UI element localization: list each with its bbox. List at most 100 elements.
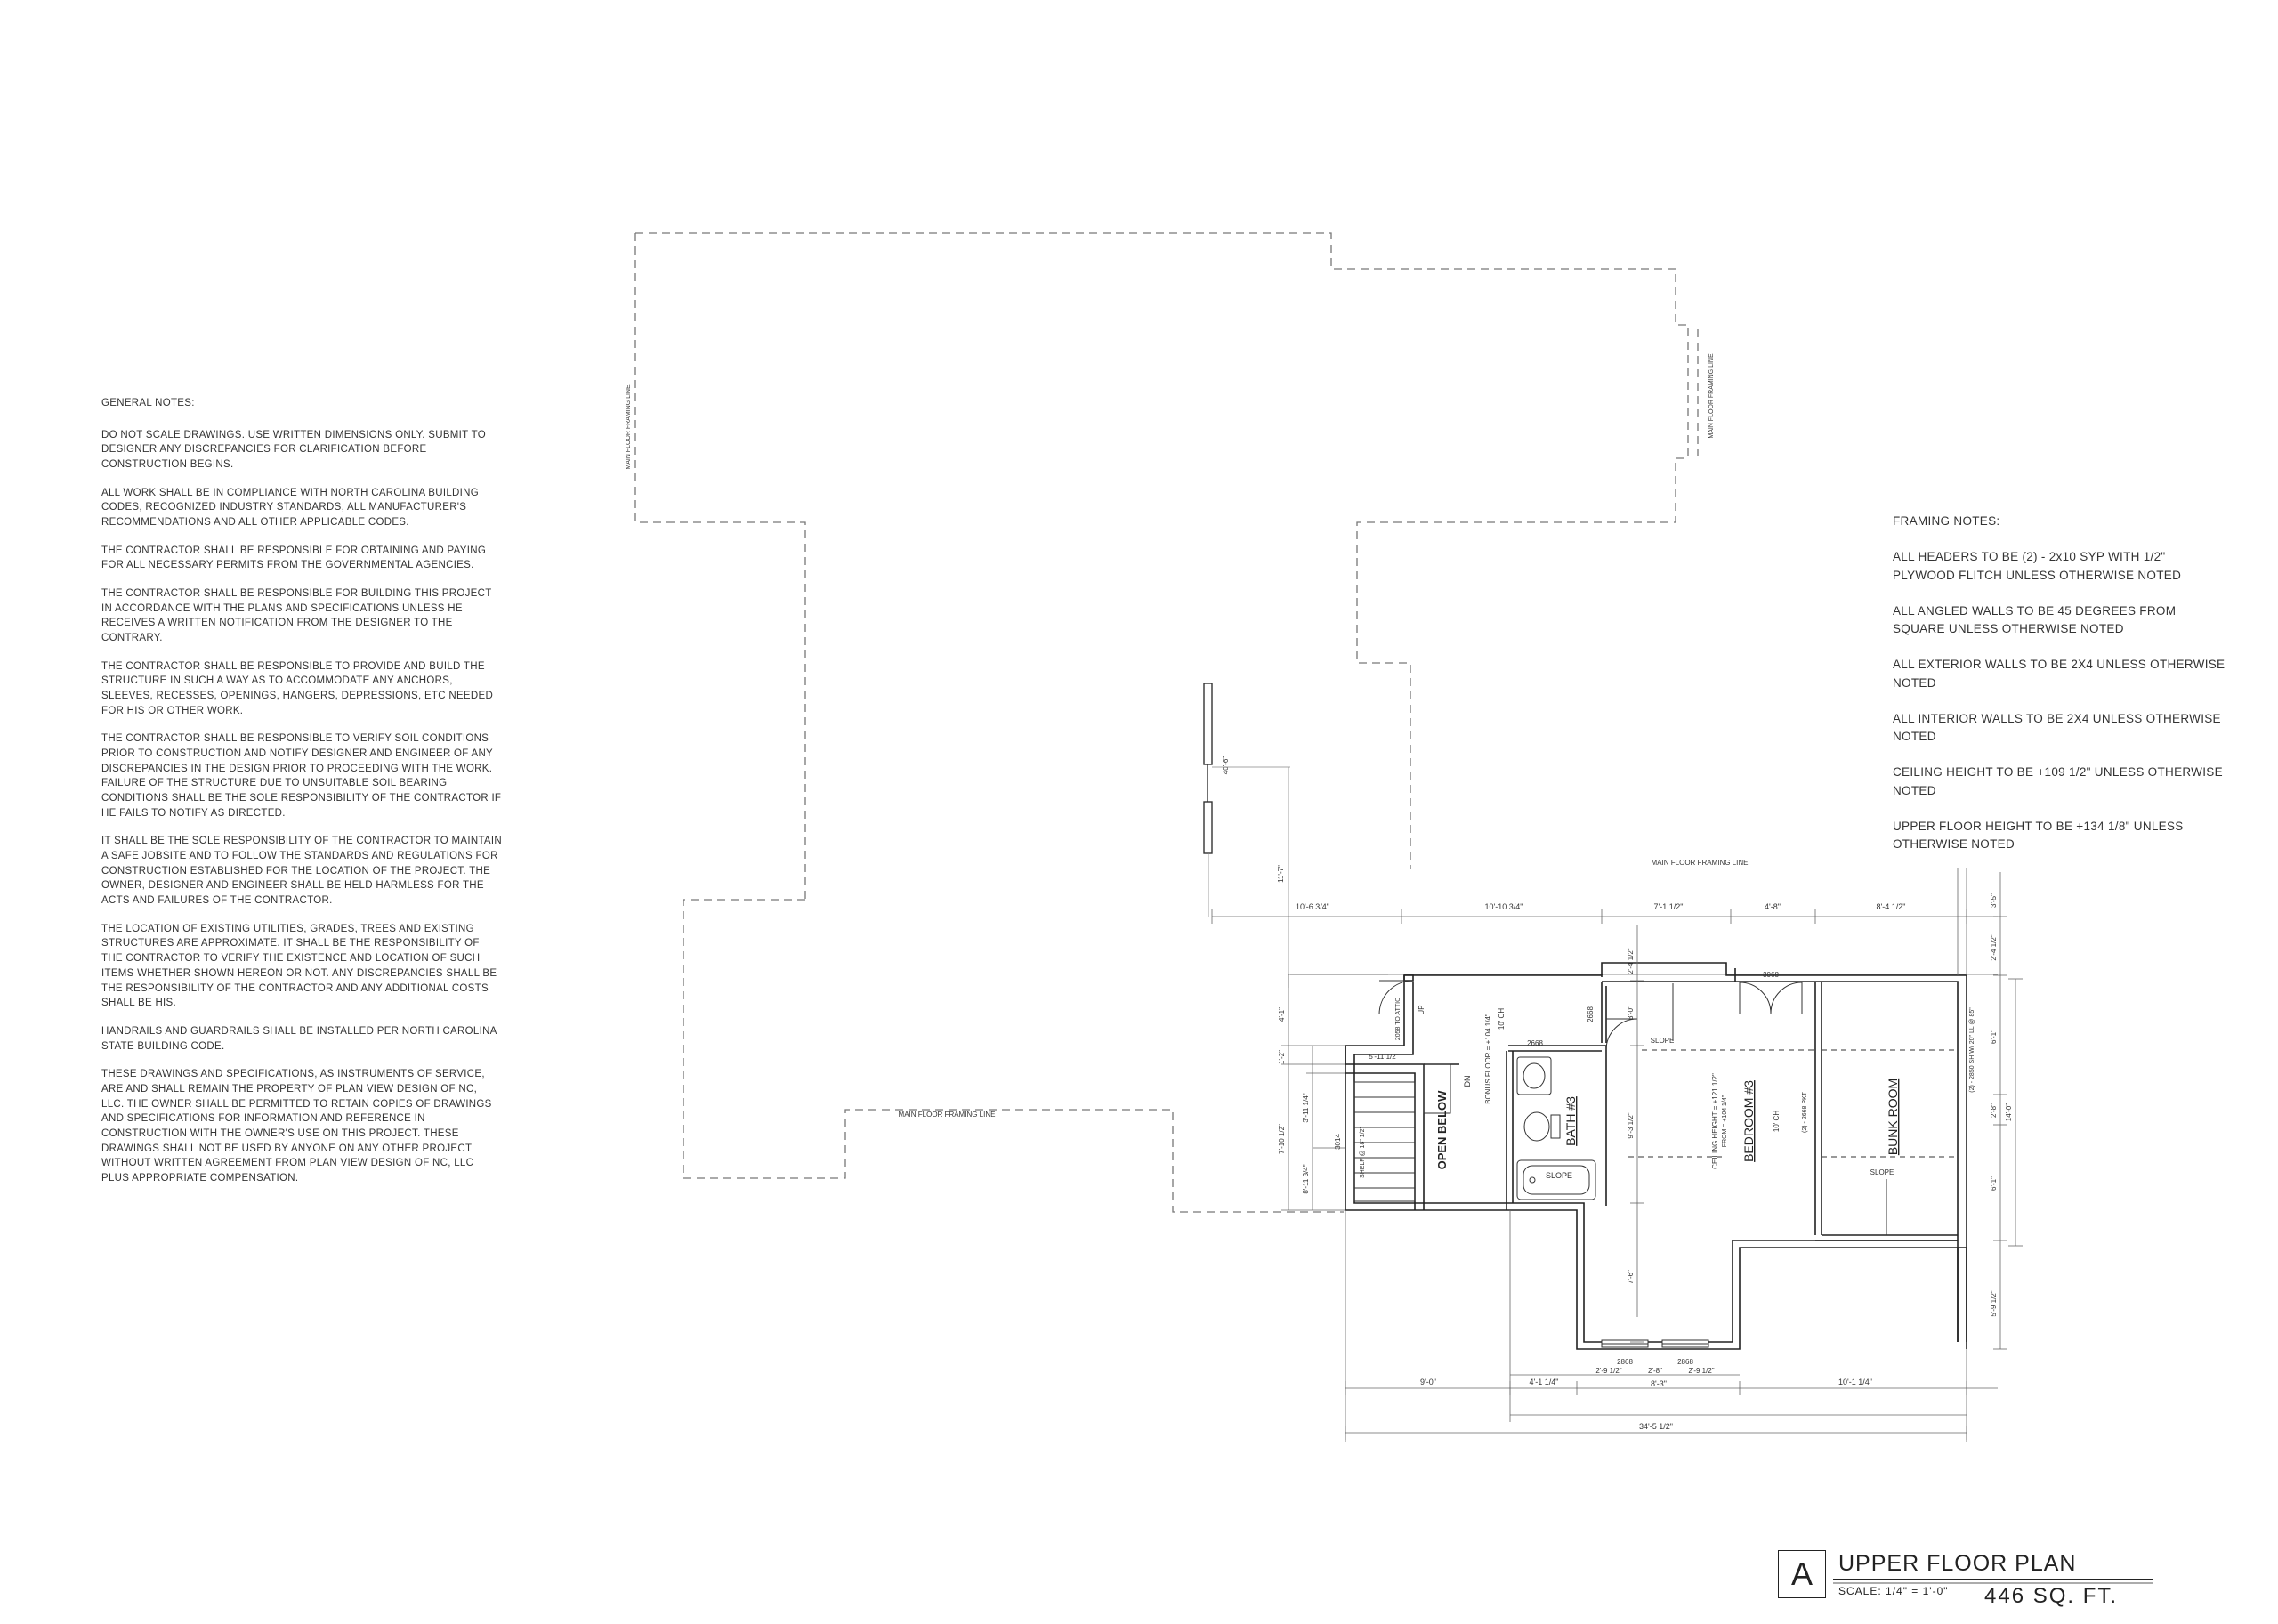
general-note: IT SHALL BE THE SOLE RESPONSIBILITY OF T… (101, 836, 502, 907)
right-dimension-string (1957, 868, 2023, 1350)
bath-door (1605, 1018, 1638, 1051)
general-note: THE CONTRACTOR SHALL BE RESPONSIBLE FOR … (101, 588, 492, 644)
title-block-letter: A (1778, 1550, 1826, 1598)
room-bunk: BUNK ROOM (1886, 1079, 1900, 1155)
left-dimension-string (1281, 974, 1345, 1211)
framing-line-label-right: MAIN FLOOR FRAMING LINE (1708, 353, 1715, 439)
room-bedroom: BEDROOM #3 (1741, 1080, 1756, 1162)
dim-left-b: 11'-7" (1277, 865, 1285, 883)
general-note: THE CONTRACTOR SHALL BE RESPONSIBLE FOR … (101, 545, 487, 571)
slope-arrows (1628, 983, 1958, 1235)
dim-right-0: 3'-5" (1990, 893, 1998, 908)
dim-top-3: 4'-8" (1765, 902, 1781, 911)
dim-right-5: 6'-1" (1990, 1176, 1998, 1191)
attic-door (1378, 980, 1414, 1015)
dim-right-1: 2'-4 1/2" (1990, 934, 1998, 960)
win-label-2868b: 2868 (1677, 1358, 1693, 1366)
dim-bottom-1: 4'-1 1/4" (1530, 1378, 1559, 1386)
dim-overall: 34'-5 1/2" (1639, 1422, 1673, 1431)
title-block-area: 446 SQ. FT. (1984, 1584, 2119, 1608)
title-block-lines (1833, 1579, 2153, 1584)
main-floor-outline (634, 232, 1689, 1213)
title-block-title: UPPER FLOOR PLAN (1838, 1551, 2077, 1576)
framing-line-label-left: MAIN FLOOR FRAMING LINE (626, 384, 632, 470)
general-note: ALL WORK SHALL BE IN COMPLIANCE WITH NOR… (101, 487, 479, 529)
room-open-below: OPEN BELOW (1435, 1090, 1449, 1170)
general-note: HANDRAILS AND GUARDRAILS SHALL BE INSTAL… (101, 1025, 497, 1052)
mid-dimension-string (1630, 925, 1644, 1343)
top-dimension-string (1211, 909, 1998, 975)
door-3068 (1739, 982, 1803, 1014)
dim-left-1: 1'-2" (1278, 1050, 1286, 1064)
label-ceiling-height-1: CEILING HEIGHT = +121 1/2" (1711, 1073, 1719, 1169)
door-label-2668: 2668 (1587, 1006, 1595, 1022)
dim-bottom-0: 9'-0" (1420, 1378, 1436, 1386)
framing-note: ALL INTERIOR WALLS TO BE 2X4 UNLESS OTHE… (1893, 711, 2221, 743)
dim-line-extension (1208, 766, 1290, 988)
bottom-dimension-string (1345, 1210, 1998, 1442)
framing-notes: FRAMING NOTES: ALL HEADERS TO BE (2) - 2… (1893, 513, 2231, 871)
label-closet-bunk: (2) - 2850 SH W/ 20" LL @ 85" (1969, 1007, 1975, 1093)
framing-note: ALL EXTERIOR WALLS TO BE 2X4 UNLESS OTHE… (1893, 658, 2225, 690)
label-ceiling-height-2: FROM = +104 1/4" (1722, 1095, 1728, 1147)
dim-top-1: 10'-10 3/4" (1485, 902, 1523, 911)
general-notes-heading: GENERAL NOTES: (101, 398, 195, 408)
dim-bottom-5: 10'-1 1/4" (1838, 1378, 1872, 1386)
dim-top-4: 8'-4 1/2" (1877, 902, 1906, 911)
upper-floor-walls (1345, 962, 1967, 1350)
framing-line-label-bottom: MAIN FLOOR FRAMING LINE (899, 1111, 996, 1119)
dim-bottom-3: 2'-8" (1648, 1367, 1662, 1375)
dim-left-a: 40'-6" (1222, 756, 1230, 775)
win-label-2868: 2868 (1617, 1358, 1633, 1366)
bath-slope-label: SLOPE (1546, 1171, 1572, 1180)
label-closet-bedroom: (2) - 2668 PKT (1802, 1091, 1808, 1133)
dim-bottom-2: 2'-9 1/2" (1595, 1367, 1621, 1375)
title-block-scale: SCALE: 1/4" = 1'-0" (1838, 1585, 1949, 1597)
framing-note: UPPER FLOOR HEIGHT TO BE +134 1/8" UNLES… (1893, 819, 2184, 851)
door-label-3068: 3068 (1763, 971, 1779, 979)
framing-note: CEILING HEIGHT TO BE +109 1/2" UNLESS OT… (1893, 765, 2223, 797)
label-ch-bath: 10' CH (1498, 1008, 1506, 1030)
dim-top-2: 7'-1 1/2" (1654, 902, 1684, 911)
general-note: THE LOCATION OF EXISTING UTILITIES, GRAD… (101, 923, 497, 1009)
label-shelf: SHELF @ 18" 1/2" (1360, 1126, 1366, 1178)
dim-bottom-4: 2'-9 1/2" (1688, 1367, 1714, 1375)
dim-bottom-b: 8'-3" (1651, 1379, 1667, 1388)
dim-mid-0: 2'-4 1/2" (1627, 948, 1635, 974)
label-ch-bedroom: 10' CH (1773, 1111, 1781, 1132)
bath-fixtures (1516, 1056, 1596, 1200)
framing-notes-heading: FRAMING NOTES: (1893, 514, 2000, 528)
room-bath: BATH #3 (1563, 1096, 1578, 1146)
general-note: THE CONTRACTOR SHALL BE RESPONSIBLE TO V… (101, 733, 502, 819)
framing-note: ALL HEADERS TO BE (2) - 2x10 SYP WITH 1/… (1893, 550, 2182, 582)
windows-bottom (1601, 1339, 1709, 1348)
dim-top-0: 10'-6 3/4" (1296, 902, 1329, 911)
general-note: THE CONTRACTOR SHALL BE RESPONSIBLE TO P… (101, 660, 494, 716)
bedroom-slope-label: SLOPE (1651, 1037, 1675, 1045)
dim-left-2: 3'-11 1/4" (1302, 1093, 1310, 1122)
dim-right-2: 6'-1" (1990, 1030, 1998, 1044)
label-3014: 3014 (1334, 1134, 1342, 1150)
stairs (1353, 1063, 1451, 1202)
dim-right-6: 5'-9 1/2" (1990, 1290, 1998, 1316)
door-label-2668b: 2668 (1527, 1039, 1543, 1047)
bunk-slope-label: SLOPE (1870, 1168, 1894, 1176)
dim-stair: 5'-11 1/2" (1369, 1053, 1398, 1061)
general-note: DO NOT SCALE DRAWINGS. USE WRITTEN DIMEN… (101, 429, 486, 471)
label-attic: 2058 TO ATTIC (1395, 998, 1402, 1040)
general-notes: GENERAL NOTES: DO NOT SCALE DRAWINGS. US… (101, 396, 502, 1200)
dim-left-4: 8'-11 3/4" (1302, 1164, 1310, 1193)
dim-mid-3: 7'-6" (1627, 1270, 1635, 1284)
wall-segment-small (1203, 683, 1213, 854)
label-dn: DN (1463, 1076, 1472, 1087)
dim-right-3: 2'-8" (1990, 1103, 1998, 1118)
dim-left-3: 7'-10 1/2" (1278, 1124, 1286, 1154)
label-up: UP (1418, 1005, 1426, 1014)
framing-line-label-mid: MAIN FLOOR FRAMING LINE (1652, 859, 1749, 867)
framing-note: ALL ANGLED WALLS TO BE 45 DEGREES FROM S… (1893, 603, 2177, 635)
dim-mid-1: 3'-0" (1627, 1006, 1635, 1020)
dim-mid-2: 9'-3 1/2" (1627, 1112, 1635, 1138)
general-note: THESE DRAWINGS AND SPECIFICATIONS, AS IN… (101, 1069, 492, 1184)
label-bonus-floor: BONUS FLOOR = +104 1/4" (1484, 1014, 1492, 1104)
